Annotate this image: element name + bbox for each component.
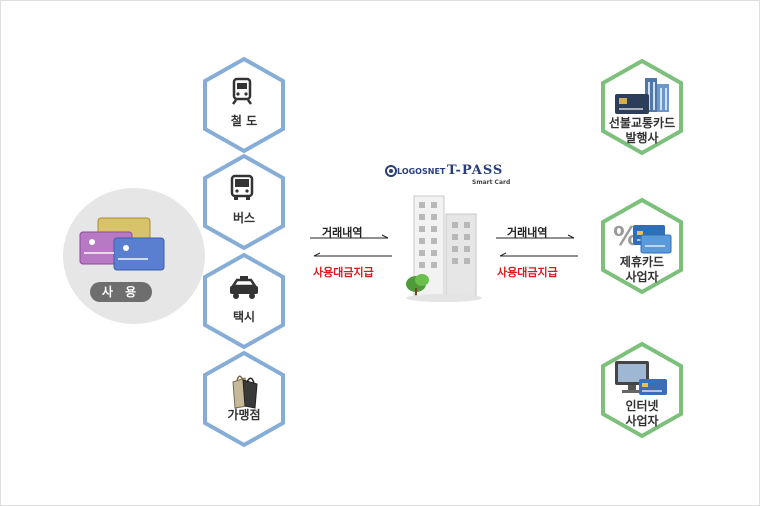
flow-right-transactions: 거래내역	[507, 226, 548, 239]
bus-icon	[227, 173, 257, 207]
left-node-1: 버스	[201, 153, 287, 251]
flow-right-payment: 사용대금지급	[497, 266, 558, 279]
right-node-label: 제휴카드 사업자	[619, 255, 665, 284]
left-node-label: 철 도	[230, 114, 258, 128]
user-label: 사 용	[90, 282, 152, 302]
computer-card-icon	[611, 359, 669, 403]
left-node-3: 가맹점	[201, 350, 287, 448]
right-node-2: 인터넷 사업자	[599, 341, 685, 439]
flow-left-transactions: 거래내역	[322, 226, 363, 239]
tpass-logo: T-PASS	[447, 163, 504, 178]
card-issuer-building-icon	[611, 76, 673, 120]
logosnet-logo-icon	[385, 165, 397, 177]
left-node-label: 버스	[232, 211, 256, 225]
credit-cards-icon	[79, 217, 165, 271]
left-node-label: 택시	[232, 310, 256, 324]
partner-card-icon: %	[611, 215, 673, 263]
arrow-right-right	[496, 234, 575, 239]
tpass-smart-card: Smart Card	[472, 179, 511, 186]
right-node-label: 선불교통카드 발행사	[608, 116, 676, 145]
headquarters-building-icon	[406, 195, 482, 302]
left-node-label: 가맹점	[227, 408, 261, 422]
flow-left-payment: 사용대금지급	[313, 266, 374, 279]
arrow-left-left	[313, 252, 392, 257]
right-node-label: 인터넷 사업자	[625, 399, 659, 428]
arrow-right-left	[310, 234, 389, 239]
taxi-icon	[227, 272, 261, 306]
left-node-0: 철 도	[201, 56, 287, 154]
shopping-bag-icon	[227, 370, 261, 414]
left-node-2: 택시	[201, 252, 287, 350]
right-node-0: 선불교통카드 발행사	[599, 58, 685, 156]
right-node-1: %제휴카드 사업자	[599, 197, 685, 295]
train-icon	[227, 76, 257, 110]
logosnet-logo: LOGOSNET	[397, 167, 446, 176]
arrow-left-right	[499, 252, 578, 257]
